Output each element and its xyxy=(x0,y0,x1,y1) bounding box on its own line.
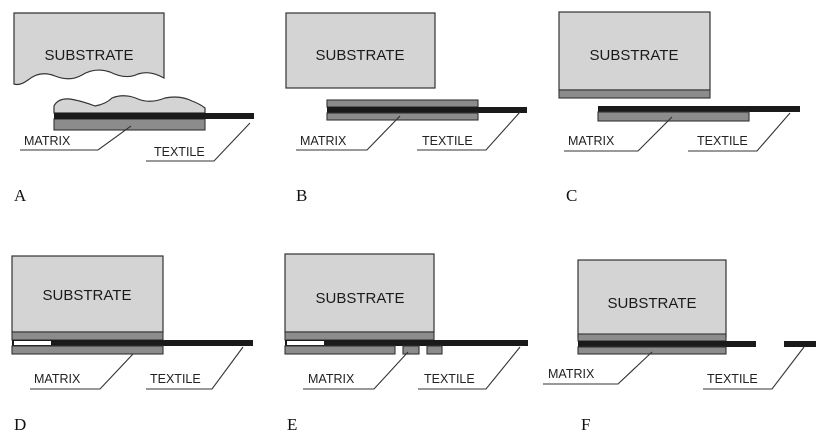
substrate-label: SUBSTRATE xyxy=(316,47,405,64)
textile-label: TEXTILE xyxy=(150,372,201,386)
panel-label: F xyxy=(581,415,590,434)
textile-leader xyxy=(418,346,521,390)
matrix-layer-top xyxy=(284,331,435,341)
panel-label: B xyxy=(296,186,307,205)
substrate-label: SUBSTRATE xyxy=(45,47,134,64)
substrate-label: SUBSTRATE xyxy=(316,290,405,307)
matrix-leader xyxy=(303,351,409,390)
matrix-leader xyxy=(30,353,134,390)
panel-label: D xyxy=(14,415,26,434)
textile-strip xyxy=(54,113,254,119)
matrix-leader xyxy=(564,116,673,152)
matrix-layer xyxy=(53,118,206,131)
matrix-label: MATRIX xyxy=(300,134,347,148)
matrix-label: MATRIX xyxy=(568,134,615,148)
substrate-block xyxy=(285,12,436,89)
panel-d: SUBSTRATE MATRIX TEXTILE D xyxy=(11,255,253,434)
matrix-layer-top xyxy=(11,331,164,341)
textile-strip xyxy=(598,106,800,112)
matrix-label: MATRIX xyxy=(34,372,81,386)
textile-leader xyxy=(688,112,791,152)
matrix-layer-bottom xyxy=(326,112,479,121)
matrix-layer-bottom xyxy=(11,345,164,355)
matrix-layer-top xyxy=(577,333,727,342)
debonded-zone xyxy=(14,341,51,345)
textile-strip xyxy=(327,107,527,113)
matrix-label: MATRIX xyxy=(548,367,595,381)
textile-strip xyxy=(578,341,756,347)
matrix-label: MATRIX xyxy=(308,372,355,386)
matrix-layer-bottom xyxy=(597,111,750,122)
textile-label: TEXTILE xyxy=(697,134,748,148)
textile-label: TEXTILE xyxy=(154,145,205,159)
substrate-block xyxy=(284,253,435,333)
panel-c: SUBSTRATE MATRIX TEXTILE C xyxy=(558,11,800,205)
matrix-fragment xyxy=(426,345,443,355)
matrix-residue xyxy=(53,95,206,114)
textile-label: TEXTILE xyxy=(707,372,758,386)
textile-strip xyxy=(12,340,253,346)
panel-b: SUBSTRATE MATRIX TEXTILE B xyxy=(285,12,527,205)
panel-a: SUBSTRATE MATRIX TEXTILE A xyxy=(13,12,254,205)
substrate-label: SUBSTRATE xyxy=(43,287,132,304)
panel-label: A xyxy=(14,186,27,205)
substrate-label: SUBSTRATE xyxy=(608,295,697,312)
textile-leader xyxy=(146,122,251,162)
panel-label: C xyxy=(566,186,577,205)
debonded-zone xyxy=(287,341,324,345)
matrix-layer-bottom xyxy=(577,346,727,355)
panel-e: SUBSTRATE MATRIX TEXTILE E xyxy=(284,253,528,434)
matrix-leader xyxy=(20,125,132,151)
matrix-leader xyxy=(296,115,401,151)
matrix-layer-bottom xyxy=(284,345,396,355)
panel-f: SUBSTRATE MATRIX TEXTILE F xyxy=(543,259,816,434)
textile-leader xyxy=(703,346,805,390)
substrate-label: SUBSTRATE xyxy=(590,47,679,64)
textile-label: TEXTILE xyxy=(424,372,475,386)
textile-leader xyxy=(417,111,521,151)
textile-label: TEXTILE xyxy=(422,134,473,148)
matrix-label: MATRIX xyxy=(24,134,71,148)
substrate-block xyxy=(558,11,711,91)
substrate-block xyxy=(13,12,165,86)
matrix-fragment xyxy=(402,345,420,355)
textile-stub xyxy=(784,341,816,347)
substrate-block xyxy=(11,255,164,333)
textile-strip xyxy=(285,340,528,346)
matrix-leader xyxy=(543,351,653,385)
panel-label: E xyxy=(287,415,297,434)
matrix-layer-top xyxy=(558,89,711,99)
matrix-layer-top xyxy=(326,99,479,108)
substrate-block xyxy=(577,259,727,338)
textile-leader xyxy=(146,346,244,390)
